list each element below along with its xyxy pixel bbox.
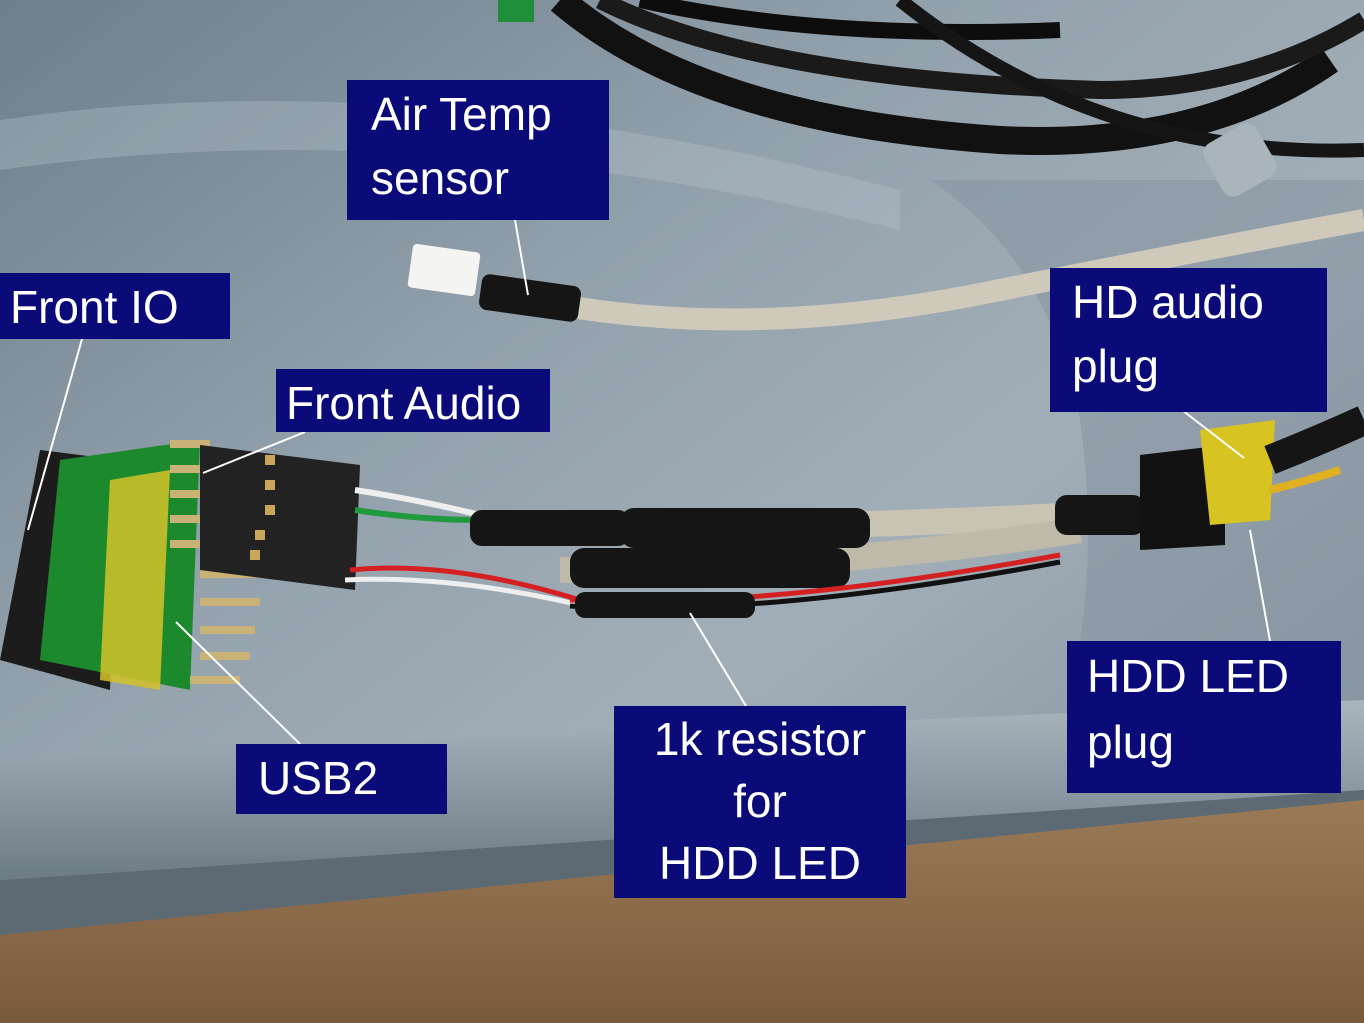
black-cable <box>895 0 1364 158</box>
usb2-callout: USB2 <box>236 744 447 814</box>
wooden-desk <box>0 800 1364 1023</box>
front-audio-label: Front Audio <box>286 377 522 429</box>
front-io-callout: Front IO <box>0 273 230 339</box>
air-temp-label-line-1: Air Temp <box>371 88 552 140</box>
resistor-heatshrink <box>575 592 755 618</box>
resistor-label-line-1: 1k resistor <box>653 713 867 765</box>
front-audio-callout: Front Audio <box>276 369 550 432</box>
front-audio-pins <box>250 455 275 560</box>
front-audio-housing <box>200 445 360 590</box>
air-temp-sensor-cable <box>558 209 1364 331</box>
green-wire <box>354 507 481 523</box>
black-cable-bundle <box>550 0 1338 155</box>
white-wire <box>354 487 481 518</box>
heatshrink-sleeve <box>620 508 870 548</box>
hdd-led-plug-callout: HDD LED plug <box>1067 641 1341 793</box>
hdd-led-plug <box>1140 445 1225 550</box>
white-wire <box>344 576 581 608</box>
chassis-highlight <box>0 101 900 230</box>
resistor-callout: 1k resistor for HDD LED <box>614 706 906 898</box>
heatshrink-sleeve <box>470 510 630 546</box>
heatshrink-sleeve <box>570 548 850 588</box>
callout-pointers <box>27 219 1271 745</box>
plug-heatshrink <box>1055 495 1145 535</box>
plug-cable <box>1264 406 1364 474</box>
usb2-label: USB2 <box>258 752 379 804</box>
hd-audio-plug-callout: HD audio plug <box>1050 268 1327 412</box>
air-temp-label-line-2: sensor <box>371 152 510 204</box>
plug-cable-yellow <box>1269 466 1342 494</box>
hdd-led-label-line-1: HDD LED <box>1087 650 1289 702</box>
air-temp-heatshrink <box>479 274 581 322</box>
black-cable <box>638 0 1061 40</box>
hd-audio-label-line-2: plug <box>1072 340 1159 392</box>
air-temp-sensor-callout: Air Temp sensor <box>347 80 609 220</box>
header-pins <box>170 440 260 684</box>
hd-audio-plug <box>1200 420 1275 525</box>
hd-audio-label-line-1: HD audio <box>1072 276 1264 328</box>
green-connector <box>498 0 534 22</box>
resistor-label-line-3: HDD LED <box>659 837 861 889</box>
hdd-led-label-line-2: plug <box>1087 716 1174 768</box>
front-io-label: Front IO <box>10 281 179 333</box>
resistor-label-line-2: for <box>733 775 787 827</box>
red-wire <box>349 565 581 603</box>
front-io-pcb-yellow <box>100 470 170 690</box>
air-temp-connector <box>407 243 481 297</box>
metal-standoff <box>1203 123 1277 197</box>
